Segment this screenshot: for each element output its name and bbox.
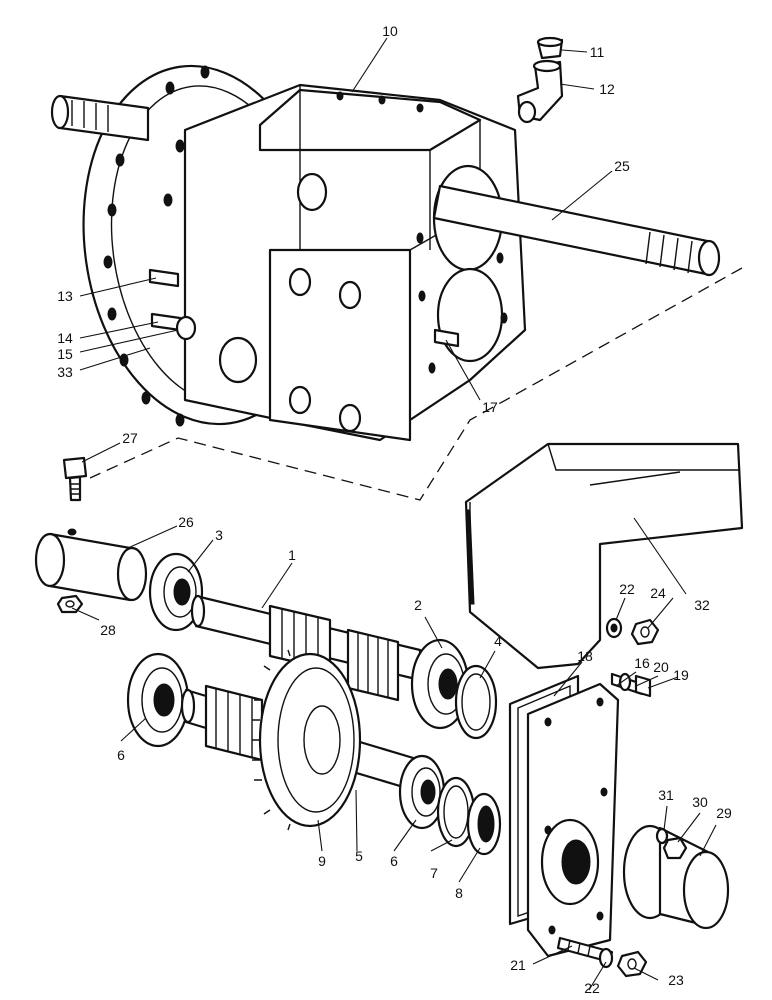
nut-23 [616, 950, 648, 978]
bearing-6-right [398, 754, 446, 830]
gearbox-housing [183, 83, 527, 442]
callout-20: 20 [653, 659, 669, 675]
dowel-pins [148, 268, 460, 348]
callout-3: 3 [215, 527, 223, 543]
callout-30: 30 [692, 794, 708, 810]
callout-6-right: 6 [390, 853, 398, 869]
callout-17: 17 [482, 399, 498, 415]
callout-21: 21 [510, 957, 526, 973]
callout-5: 5 [355, 848, 363, 864]
callout-22-upper: 22 [619, 581, 635, 597]
hex-nut [56, 594, 84, 614]
callout-23: 23 [668, 972, 684, 988]
callout-15: 15 [57, 346, 73, 362]
callout-13: 13 [57, 288, 73, 304]
callout-16: 16 [634, 655, 650, 671]
circlip-4 [454, 664, 498, 740]
breather-cap [536, 36, 564, 60]
callout-1: 1 [288, 547, 296, 563]
oil-seal [466, 792, 502, 856]
callout-18: 18 [577, 648, 593, 664]
callout-7: 7 [430, 865, 438, 881]
splined-coupling [34, 528, 148, 602]
circlip-7 [436, 776, 476, 848]
callout-32: 32 [694, 597, 710, 613]
callout-labels: 10 11 12 25 13 14 15 33 17 27 26 3 1 2 4… [57, 23, 732, 996]
leader-lines [71, 37, 717, 991]
housing-assembly [50, 64, 721, 442]
callout-27: 27 [122, 430, 138, 446]
input-shaft-stub [50, 94, 150, 142]
large-gear [252, 649, 362, 831]
elbow-fitting [516, 59, 564, 124]
bearing-6-left [126, 652, 190, 748]
callout-2: 2 [414, 597, 422, 613]
callout-12: 12 [599, 81, 615, 97]
callout-11: 11 [590, 44, 605, 60]
callout-24: 24 [650, 585, 666, 601]
callout-26: 26 [178, 514, 194, 530]
output-shaft [432, 184, 721, 277]
nut-24 [630, 618, 660, 646]
callout-10: 10 [382, 23, 398, 39]
callout-6-left: 6 [117, 747, 125, 763]
callout-9: 9 [318, 853, 326, 869]
cover-plate [526, 682, 620, 958]
section-divider [89, 267, 743, 501]
callout-19: 19 [673, 667, 689, 683]
callout-31: 31 [658, 787, 674, 803]
callout-25: 25 [614, 158, 630, 174]
callout-28: 28 [100, 622, 116, 638]
callout-33: 33 [57, 364, 73, 380]
guard-plate [464, 442, 744, 670]
callout-29: 29 [716, 805, 732, 821]
bearing-3 [148, 552, 204, 632]
washer-22-lower [598, 947, 614, 969]
nut-30 [662, 836, 688, 860]
callout-8: 8 [455, 885, 463, 901]
stud-31 [655, 827, 669, 845]
callout-14: 14 [57, 330, 73, 346]
washer-22-upper [605, 617, 623, 639]
callout-22-lower: 22 [584, 980, 600, 996]
callout-4: 4 [494, 633, 502, 649]
hex-bolt [62, 456, 88, 502]
